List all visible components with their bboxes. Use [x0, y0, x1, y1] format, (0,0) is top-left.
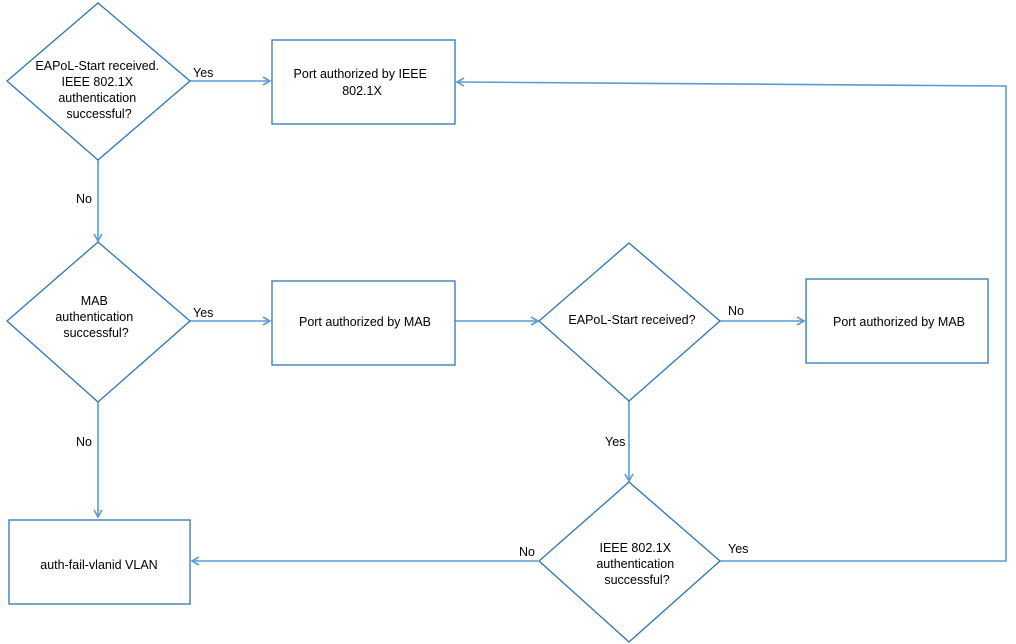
node-labels: EAPoL-Start received. IEEE 802.1X authen… — [35, 59, 965, 587]
d4-label-line: authentication — [596, 557, 674, 571]
d2-label-line: authentication — [55, 310, 133, 324]
d1-no-label: No — [76, 192, 92, 206]
d2-yes-label: Yes — [193, 306, 213, 320]
p1-label: Port authorized by IEEE 802.1X — [294, 67, 431, 98]
d4-label-line: IEEE 802.1X — [599, 541, 671, 555]
p1-label-line: 802.1X — [342, 84, 382, 98]
d3-no-label: No — [728, 304, 744, 318]
d4-label-line: successful? — [604, 573, 669, 587]
d2-label-line: successful? — [63, 326, 128, 340]
d4-label: IEEE 802.1X authentication successful? — [596, 541, 677, 587]
d2-label: MAB authentication successful? — [55, 294, 136, 340]
p1-label-line: Port authorized by IEEE — [294, 67, 427, 81]
d4-yes-connector — [455, 77, 1007, 562]
p4-label-line: auth-fail-vlanid VLAN — [40, 558, 157, 572]
d1-label: EAPoL-Start received. IEEE 802.1X authen… — [35, 59, 162, 121]
connectors — [93, 76, 1007, 566]
p2-label-line: Port authorized by MAB — [299, 315, 431, 329]
d2-no-label: No — [76, 435, 92, 449]
process-port-authorized-8021x — [271, 39, 456, 125]
d3-yes-label: Yes — [605, 435, 625, 449]
d1-yes-label: Yes — [193, 66, 213, 80]
decision-8021x-auth — [538, 481, 721, 643]
d4-yes-label: Yes — [728, 542, 748, 556]
edge-labels: Yes No Yes No No Yes No Yes — [76, 66, 748, 559]
decision-eapol-received — [538, 242, 721, 402]
decision-eapol-8021x — [6, 2, 192, 161]
p4-label: auth-fail-vlanid VLAN — [40, 558, 157, 572]
process-port-authorized-mab-2 — [805, 278, 989, 364]
d2-label-line: MAB — [81, 294, 108, 308]
d4-no-label: No — [519, 545, 535, 559]
d3-label: EAPoL-Start received? — [568, 313, 695, 327]
p3-label: Port authorized by MAB — [833, 315, 965, 329]
d1-label-line: authentication — [58, 91, 136, 105]
d1-label-line: EAPoL-Start received. — [35, 59, 159, 73]
shapes — [6, 2, 989, 643]
process-port-authorized-mab — [271, 280, 456, 366]
p2-label: Port authorized by MAB — [299, 315, 431, 329]
process-auth-fail-vlan — [8, 519, 191, 605]
p3-label-line: Port authorized by MAB — [833, 315, 965, 329]
d3-label-line: EAPoL-Start received? — [568, 313, 695, 327]
d1-label-line: successful? — [66, 107, 131, 121]
d1-label-line: IEEE 802.1X — [61, 75, 133, 89]
decision-mab-auth — [6, 241, 191, 403]
